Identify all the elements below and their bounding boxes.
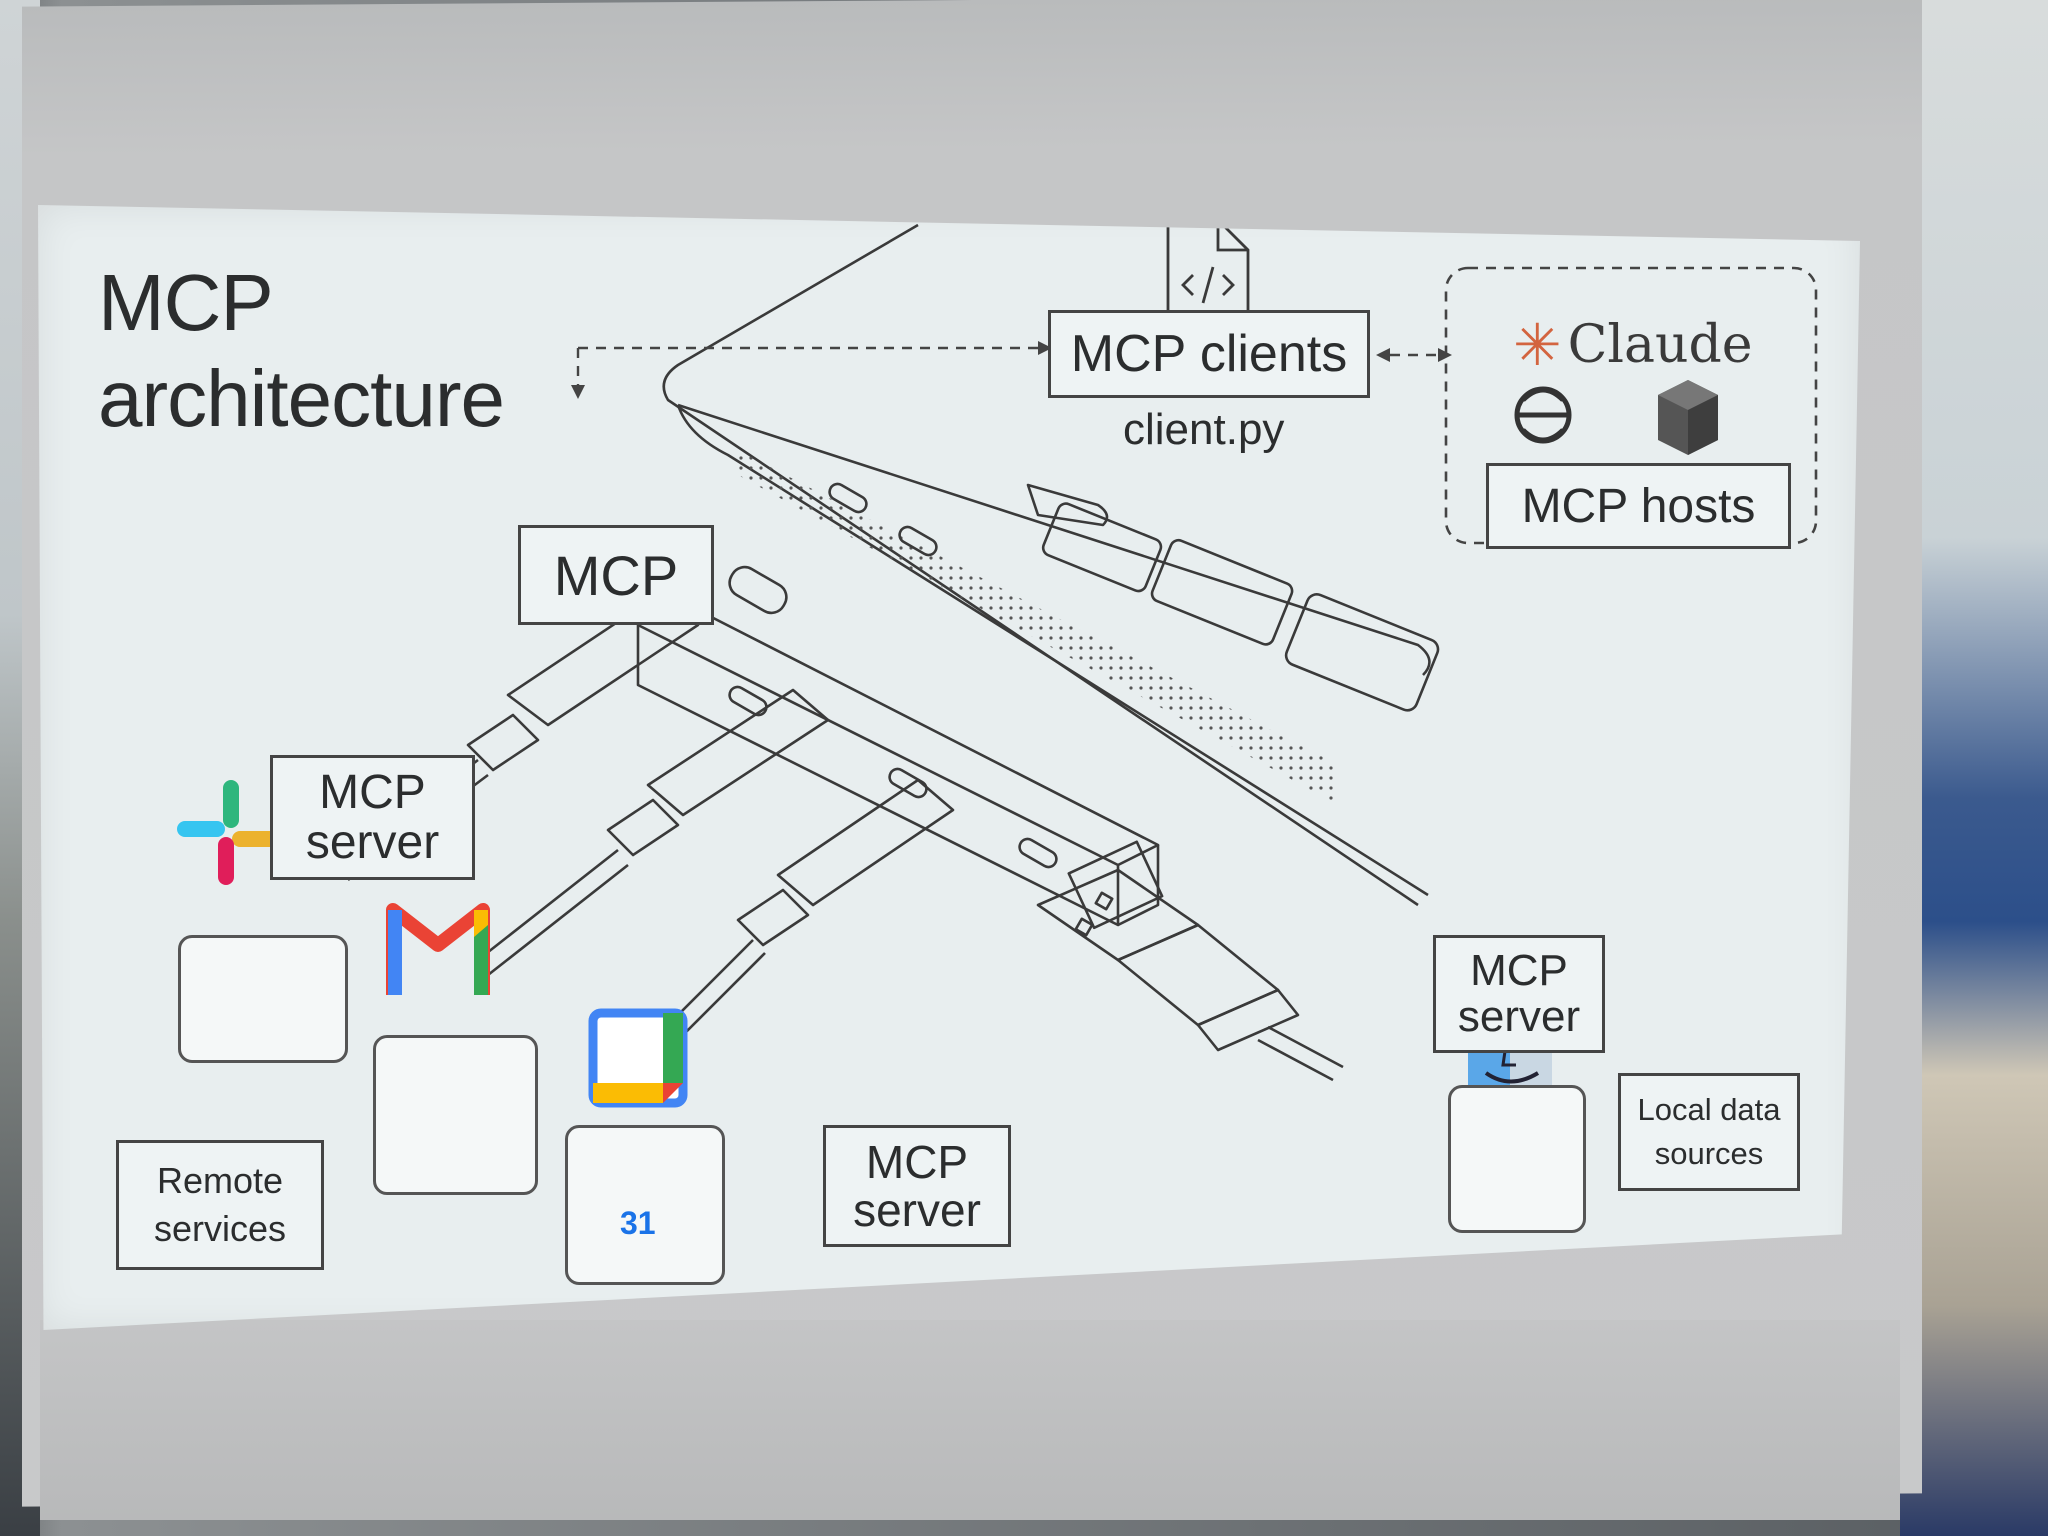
usb-a-cable: [1036, 868, 1344, 1082]
mcp-hosts-label: MCP hosts: [1486, 463, 1791, 549]
room-right-background: [1900, 0, 2048, 1536]
slide: MCP architecture MCP clients client.py ✳…: [38, 205, 1860, 1330]
dashed-connectors: [576, 346, 1438, 385]
mcp-clients-label: MCP clients: [1048, 310, 1370, 398]
gmail-tile: [373, 1035, 538, 1195]
calendar-tile: [565, 1125, 725, 1285]
slack-icon: [177, 780, 280, 885]
remote-services-label: Remote services: [116, 1140, 324, 1270]
finder-tile: [1448, 1085, 1586, 1233]
google-calendar-icon: [588, 1008, 688, 1108]
slide-title-line-1: MCP: [98, 258, 274, 347]
claude-star-icon: ✳: [1513, 311, 1562, 379]
mcp-server-label-calendar: MCP server: [823, 1125, 1011, 1247]
mcp-server-label-local: MCP server: [1433, 935, 1605, 1053]
slack-tile: [178, 935, 348, 1063]
mcp-hosts-frame: [1444, 266, 1818, 545]
claude-logo: ✳ Claude: [1513, 315, 1753, 375]
gmail-icon: [386, 903, 490, 995]
cube-icon: [1658, 380, 1718, 455]
client-file-label: client.py: [1123, 405, 1285, 454]
calendar-date-number: 31: [620, 1205, 656, 1241]
laptop-illustration: [662, 223, 1440, 907]
local-data-sources-label: Local data sources: [1618, 1073, 1800, 1191]
diagram-artwork: [177, 218, 1818, 1108]
usb-hub-illustration: [636, 565, 1164, 930]
claude-brand-text: Claude: [1567, 315, 1753, 375]
slide-title: MCP architecture: [98, 255, 505, 447]
mcp-server-label-remote: MCP server: [270, 755, 475, 880]
openai-knot-icon: [1514, 386, 1572, 444]
mcp-hub-label: MCP: [518, 525, 714, 625]
slide-title-line-2: architecture: [98, 354, 505, 443]
projection-screen-bottom: [40, 1320, 1900, 1520]
